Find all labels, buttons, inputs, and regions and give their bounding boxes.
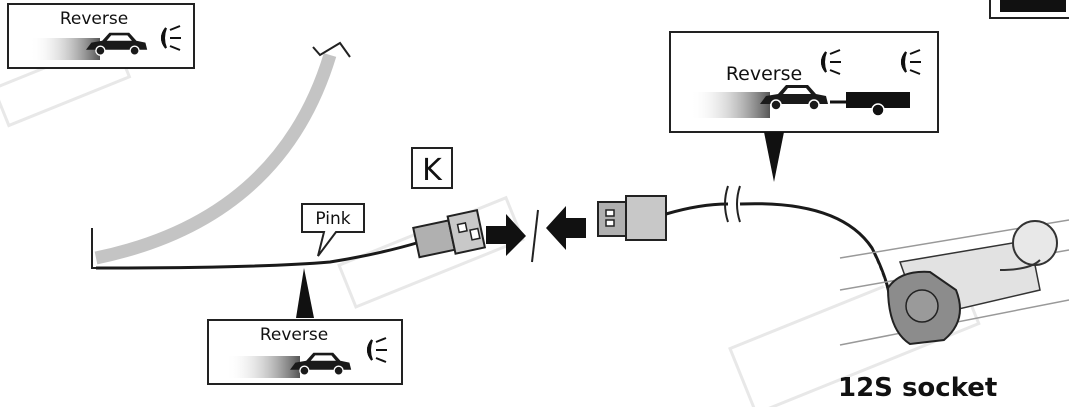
callout-top-right	[669, 31, 939, 133]
arrow-left-icon	[546, 206, 586, 250]
trailer-icon	[830, 92, 910, 117]
reverse-label-top-right: Reverse	[726, 63, 802, 85]
callout-top-left	[7, 3, 195, 69]
wire-break	[724, 185, 741, 223]
reverse-label-bottom: Reverse	[260, 325, 328, 345]
connector-letter-box	[411, 147, 453, 189]
reverse-label-top-left: Reverse	[60, 9, 128, 29]
harness-guide	[94, 53, 337, 265]
disconnect-mark	[531, 209, 539, 263]
socket-title: 12S socket	[838, 373, 997, 403]
wire-left	[95, 240, 421, 270]
harness-guide-tick	[312, 41, 351, 58]
bottom-callout-pointer	[296, 268, 314, 318]
arrow-right-icon	[486, 214, 526, 256]
connector-female	[597, 195, 667, 241]
wire-color-tag	[301, 203, 365, 257]
callout-bottom	[207, 319, 403, 385]
connector-male	[412, 209, 487, 259]
wire-right	[665, 202, 729, 216]
connector-letter: K	[422, 153, 443, 188]
cropped-box	[989, 0, 1069, 19]
top-right-callout-pointer	[764, 132, 784, 182]
wire-color-label: Pink	[315, 209, 350, 229]
socket-12s	[886, 270, 961, 346]
